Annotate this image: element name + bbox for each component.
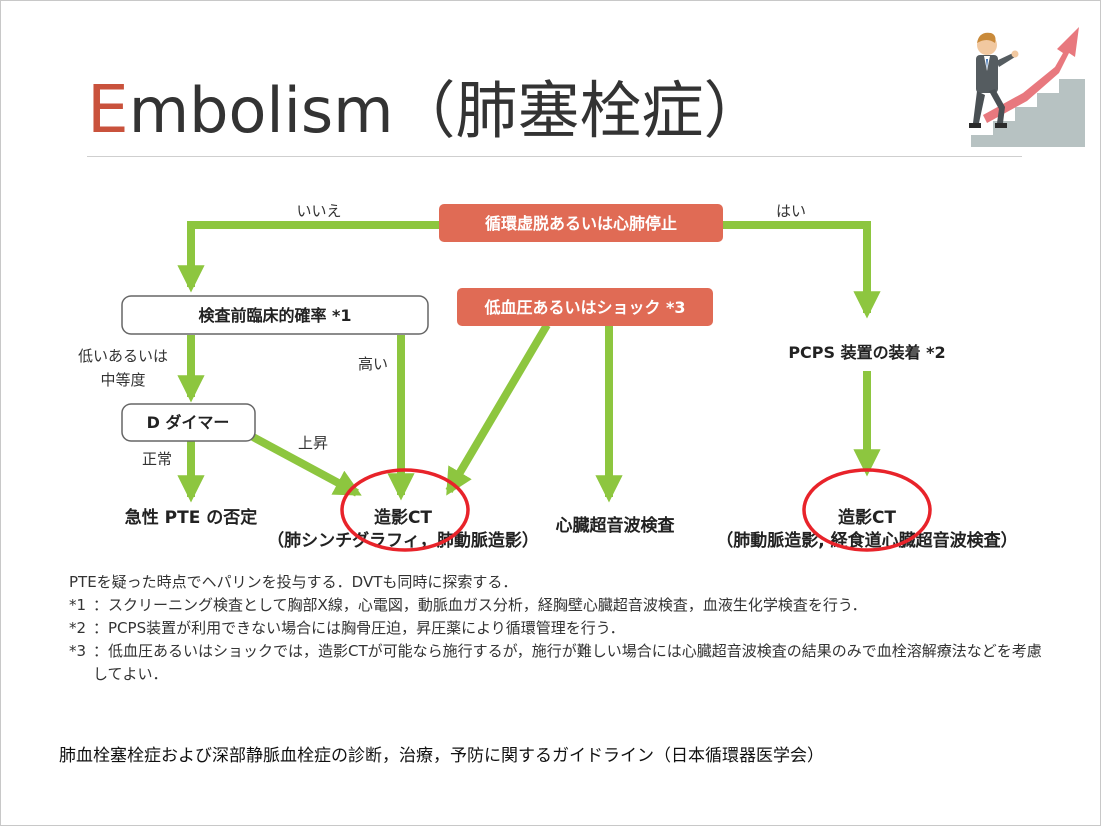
arrow-shock-to-ct xyxy=(445,322,551,496)
node-pretest-box xyxy=(121,295,429,335)
result-ct-left: 造影CT xyxy=(374,508,432,528)
edge-normal-label: 正常 xyxy=(142,450,172,468)
node-top-label: 循環虚脱あるいは心肺停止 xyxy=(485,214,677,233)
arrow-elevated-to-ct xyxy=(251,433,362,497)
result-echo: 心臓超音波検査 xyxy=(556,515,676,536)
node-ddimer-label: D ダイマー xyxy=(147,413,230,432)
edge-high-label: 高い xyxy=(358,355,388,373)
edge-elevated-label: 上昇 xyxy=(298,434,328,452)
footnote-intro: PTEを疑った時点でヘパリンを投与する．DVTも同時に探索する． xyxy=(69,573,518,591)
title-divider xyxy=(87,156,1022,157)
slide-title: Embolism（肺塞栓症） xyxy=(87,71,766,150)
footnote-2: *2：PCPS装置が利用できない場合には胸骨圧迫，昇圧薬により循環管理を行う． xyxy=(69,619,625,637)
source-citation: 肺血栓塞栓症および深部静脈血栓症の診断，治療，予防に関するガイドライン（日本循環… xyxy=(59,746,824,766)
result-ct-right: 造影CT xyxy=(838,508,896,528)
footnote-3: *3：低血圧あるいはショックでは，造影CTが可能なら施行するが，施行が難しい場合… xyxy=(69,642,1042,683)
edge-yes-label: はい xyxy=(776,202,806,220)
node-pcps-label: PCPS 装置の装着 *2 xyxy=(788,343,945,362)
highlight-circle-left-ct xyxy=(340,468,470,552)
result-negate: 急性 PTE の否定 xyxy=(125,507,258,528)
result-ct-right-sub: （肺動脈造影, 経食道心臓超音波検査） xyxy=(716,530,1017,551)
arrow-yes-to-pcps xyxy=(723,221,881,319)
highlight-circle-right-ct xyxy=(802,468,932,552)
edge-no-label: いいえ xyxy=(296,202,341,220)
node-top-box xyxy=(439,204,723,242)
node-ddimer-box xyxy=(121,403,256,442)
footnotes: PTEを疑った時点でヘパリンを投与する．DVTも同時に探索する． *1：スクリー… xyxy=(69,571,1049,686)
node-shock-label: 低血圧あるいはショック *3 xyxy=(483,298,685,317)
title-rest: mbolism（肺塞栓症） xyxy=(128,74,766,147)
edge-low-label-line2: 中等度 xyxy=(100,371,145,389)
stairs-climber-illustration xyxy=(969,27,1085,147)
result-ct-left-sub: （肺シンチグラフィ，肺動脈造影） xyxy=(267,530,539,551)
node-pretest-label: 検査前臨床的確率 *1 xyxy=(198,306,351,325)
title-first-letter: E xyxy=(87,71,129,148)
arrow-no-to-pretest xyxy=(177,221,439,293)
node-shock-box xyxy=(457,288,713,326)
edge-low-label-line1: 低いあるいは xyxy=(78,347,168,365)
footnote-1: *1：スクリーニング検査として胸部X線，心電図，動脈血ガス分析，経胸壁心臓超音波… xyxy=(69,596,867,614)
